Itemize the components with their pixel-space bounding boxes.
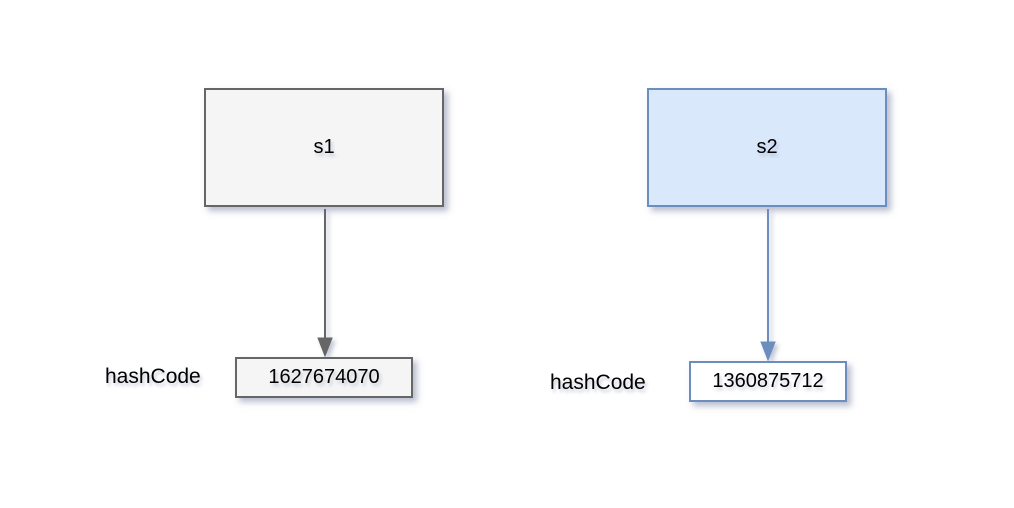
node-s1: s1 [204,88,444,207]
s2-hashcode-label: hashCode [550,371,646,394]
node-s2-label: s2 [756,136,778,158]
s1-hashcode-label: hashCode [105,365,201,388]
s1-hashcode-value: 1627674070 [268,366,380,388]
node-s1-label: s1 [313,136,335,158]
node-s2: s2 [647,88,887,207]
s1-hashcode-value-box: 1627674070 [235,357,413,398]
s2-to-hashcode-arrow [760,209,776,362]
s1-to-hashcode-arrow [317,209,333,358]
s2-hashcode-value-box: 1360875712 [689,361,847,402]
s2-hashcode-value: 1360875712 [712,370,824,392]
